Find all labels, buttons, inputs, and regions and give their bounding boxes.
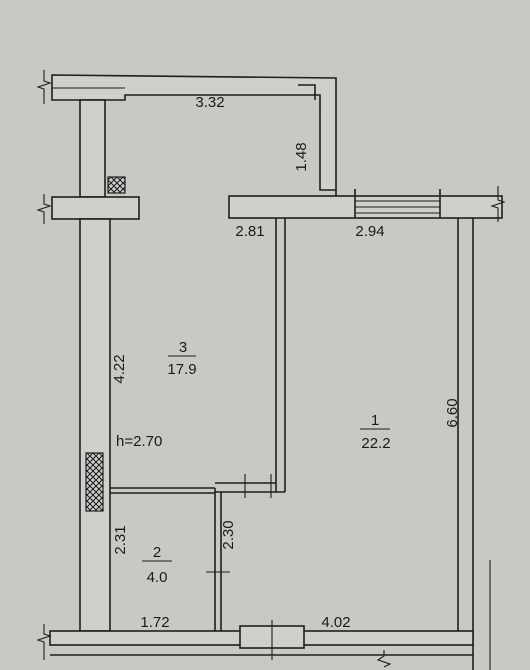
dim-hall-width: 4.02 <box>321 614 350 631</box>
partition-room3-room1 <box>215 218 286 498</box>
dim-balcony-depth: 1.48 <box>293 142 310 171</box>
break-mark-1 <box>36 70 52 104</box>
dim-room1-width: 2.94 <box>355 223 384 240</box>
exterior-wall-left-upper <box>51 196 140 220</box>
ceiling-height-label: h=2.70 <box>116 433 162 450</box>
room1-number: 1 <box>371 412 379 429</box>
room3-area: 17.9 <box>167 361 196 378</box>
room2-area: 4.0 <box>147 569 168 586</box>
dim-room3-length: 4.22 <box>111 354 128 383</box>
partition-room2 <box>110 487 230 631</box>
dim-room1-length: 6.60 <box>444 398 461 427</box>
break-mark-3 <box>490 186 506 222</box>
exterior-wall-right-upper <box>228 189 503 219</box>
exterior-wall-bottom <box>49 620 474 660</box>
break-mark-2 <box>36 194 52 224</box>
balcony <box>51 74 337 198</box>
break-mark-4 <box>36 624 52 660</box>
dim-room3-width: 2.81 <box>235 223 264 240</box>
dim-room2-length: 2.31 <box>112 525 129 554</box>
dim-room2-width: 1.72 <box>140 614 169 631</box>
break-mark-5 <box>376 650 392 668</box>
room2-number: 2 <box>153 544 161 561</box>
ventilation-duct <box>85 452 104 512</box>
dim-balcony-width: 3.32 <box>195 94 224 111</box>
exterior-wall-right <box>457 218 491 670</box>
room3-number: 3 <box>179 339 187 356</box>
ventilation-shaft <box>107 176 126 194</box>
dim-partition-length: 2.30 <box>220 520 237 549</box>
room1-area: 22.2 <box>361 435 390 452</box>
exterior-wall-left <box>79 218 111 632</box>
